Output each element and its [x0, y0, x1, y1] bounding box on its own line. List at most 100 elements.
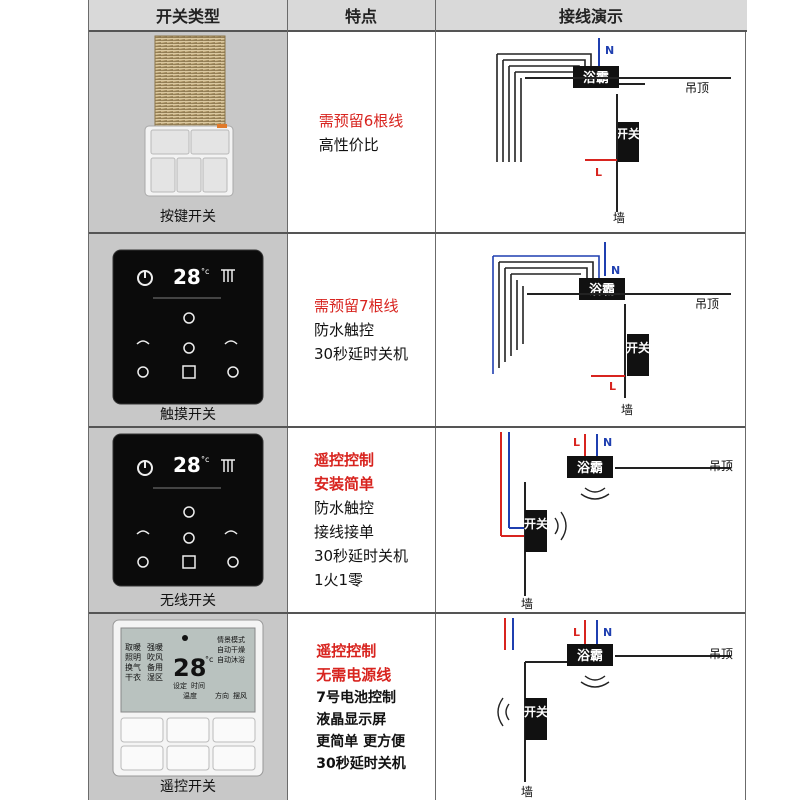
row-3-feature: 1火1零: [313, 571, 364, 589]
lcd-label: 换气: [125, 662, 141, 672]
lcd-label: 时间: [191, 681, 205, 690]
temperature-readout: 28: [173, 453, 201, 477]
row-3-wiring-diagram: N L 浴霸 吊顶 开关 墙: [435, 428, 747, 612]
column-divider: [435, 0, 436, 800]
lcd-label: 设定: [173, 681, 187, 690]
remote-button[interactable]: [212, 745, 256, 771]
temperature-readout: 28: [173, 265, 201, 289]
row-divider: [89, 232, 745, 234]
row-1-feature: 需预留6根线: [318, 112, 404, 130]
heater-label: 浴霸: [577, 648, 603, 664]
fan-icon: [137, 366, 149, 378]
live-label: L: [609, 380, 616, 393]
wiring-diagram-wireless: N L 浴霸 吊顶 开关 墙: [500, 432, 733, 611]
wireless-signal-icon: [580, 487, 610, 500]
lcd-label: 方向: [215, 691, 229, 700]
warm-icon: [136, 340, 150, 345]
wall-label: 墙: [621, 403, 633, 417]
row-3-feature: 安装简单: [313, 475, 374, 493]
wiring-diagram-remote: N L 浴霸 吊顶 开关 墙: [497, 618, 733, 799]
row-2-features: 需预留7根线 防水触控 30秒延时关机: [287, 234, 435, 426]
heater-label: 浴霸: [589, 282, 615, 298]
warm-icon: [224, 340, 238, 345]
row-2-wiring-diagram: N 浴霸 吊顶 开关 L 墙: [435, 234, 747, 426]
wire: [493, 255, 600, 278]
header-switch-type: 开关类型: [89, 0, 287, 32]
comparison-table: 开关类型 特点 接线演示: [88, 0, 747, 800]
heater-icon: [221, 459, 235, 472]
lcd-label: 备用: [147, 662, 163, 672]
heater-box: [567, 456, 613, 478]
switch-box: [525, 698, 547, 740]
light-icon: [183, 506, 195, 518]
ventilation-icon: [182, 555, 196, 569]
row-2-feature: 防水触控: [313, 321, 374, 339]
header-wiring-demo: 接线演示: [435, 0, 747, 32]
row-2-type-label: 触摸开关: [160, 407, 216, 423]
remote-button[interactable]: [212, 717, 256, 743]
row-3-image-cell: 28 °c: [89, 428, 287, 612]
lcd-label: 照明: [125, 653, 141, 662]
fan-icon: [137, 556, 149, 568]
remote-button[interactable]: [120, 717, 164, 743]
lcd-label: 情景模式: [217, 635, 245, 644]
live-label: L: [573, 436, 580, 449]
column-divider: [287, 0, 288, 800]
switch-label: 开关: [524, 704, 548, 719]
lcd-label: 湿区: [147, 673, 163, 682]
row-divider: [89, 612, 745, 614]
neutral-label: N: [605, 44, 614, 57]
wire: [509, 65, 580, 76]
row-3-feature: 防水触控: [313, 499, 374, 517]
remote-button[interactable]: [166, 717, 210, 743]
row-3-type-label: 无线开关: [160, 593, 216, 609]
row-4-image-cell: 取暖 照明 换气 干衣 强暖 吹风 备用 湿区 28 °c 情景模式 自动干燥 …: [89, 614, 287, 800]
wire: [499, 261, 594, 278]
row-4-feature: 液晶显示屏: [316, 712, 387, 728]
row-3-features: 遥控控制 安装简单 防水触控 接线接单 30秒延时关机 1火1零: [287, 428, 435, 612]
temperature-unit: °c: [205, 655, 213, 664]
wiring-diagram-6-wires: N 浴霸 吊顶 开关 L 墙: [496, 38, 731, 225]
ceiling-label: 吊顶: [709, 647, 733, 661]
remote-button[interactable]: [120, 745, 164, 771]
neutral-label: N: [603, 626, 612, 639]
lcd-label: 吹风: [147, 652, 163, 662]
row-2-feature: 30秒延时关机: [313, 345, 409, 363]
row-4-features: 遥控控制 无需电源线 7号电池控制 液晶显示屏 更简单 更方便 30秒延时关机: [287, 614, 435, 800]
row-4-feature: 遥控控制: [316, 642, 377, 660]
temperature-unit: °c: [201, 455, 209, 464]
dry-icon: [227, 366, 239, 378]
ceiling-label: 吊顶: [709, 459, 733, 473]
row-3-feature: 30秒延时关机: [313, 547, 409, 565]
row-2-image-cell: 28 °c: [89, 234, 287, 426]
row-1-image-cell: [89, 32, 287, 232]
remote-button[interactable]: [166, 745, 210, 771]
lcd-screen: [120, 627, 256, 713]
wireless-switch-image: 28 °c: [112, 433, 264, 587]
row-divider: [89, 426, 745, 428]
switch-box: [617, 122, 639, 162]
dry-icon: [227, 556, 239, 568]
row-4-wiring-diagram: N L 浴霸 吊顶 开关 墙: [435, 614, 747, 800]
neutral-label: N: [611, 264, 620, 277]
row-2-feature: 需预留7根线: [313, 297, 399, 315]
row-4-feature: 无需电源线: [316, 666, 392, 684]
push-button-switch-image: [144, 35, 234, 197]
wire: [505, 267, 588, 278]
light-icon: [183, 312, 195, 324]
lcd-label: 干衣: [125, 672, 141, 682]
row-4-feature: 30秒延时关机: [316, 756, 406, 772]
ventilation-icon: [182, 365, 196, 379]
heater-box: [567, 644, 613, 666]
neutral-label: N: [603, 436, 612, 449]
heater-label: 浴霸: [577, 460, 603, 476]
temperature-readout: 28: [173, 654, 206, 682]
row-1-feature: 高性价比: [318, 136, 379, 154]
touch-switch-image: 28 °c: [112, 249, 264, 405]
signal-icon: [182, 635, 188, 641]
switch-label: 开关: [524, 516, 548, 531]
ceiling-label: 吊顶: [695, 297, 719, 311]
wireless-signal-icon: [554, 511, 567, 541]
wall-label: 墙: [613, 211, 625, 225]
row-4-type-label: 遥控开关: [160, 779, 216, 795]
